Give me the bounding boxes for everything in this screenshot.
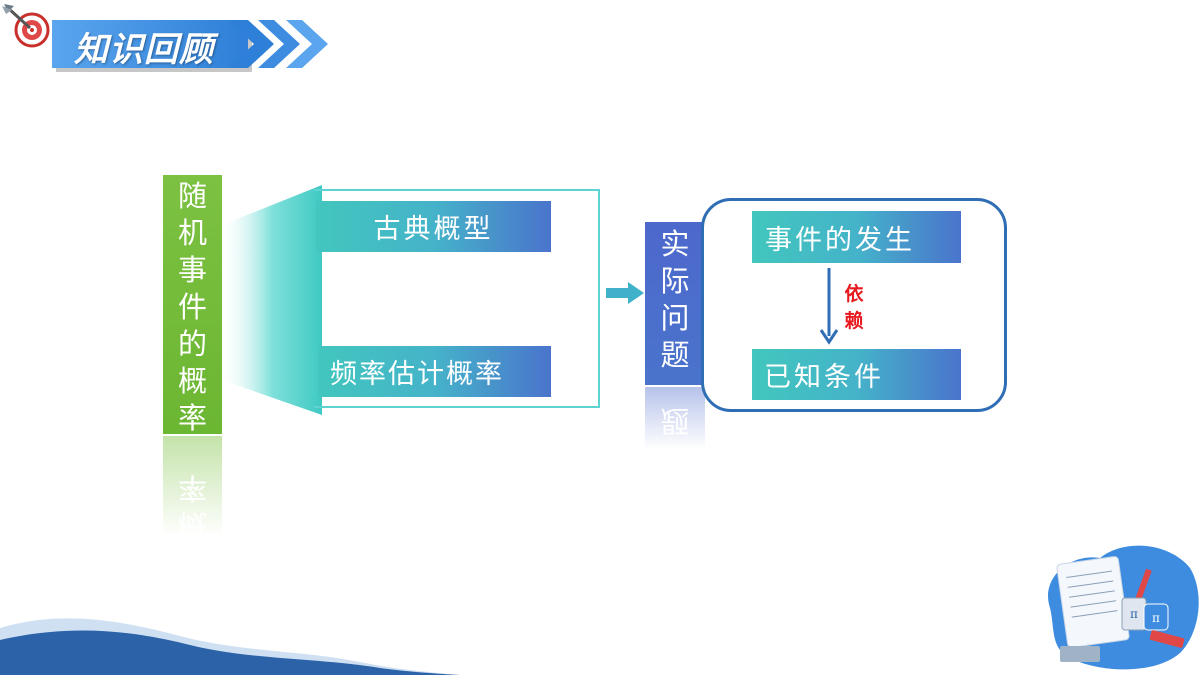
classical-model-box: 古典概型 [316,201,551,252]
event-occurrence-box: 事件的发生 [752,211,961,263]
random-event-probability-label-bg [163,175,222,434]
wave-decoration [0,618,460,675]
label-char: 的 [177,327,207,361]
known-conditions-box: 已知条件 [752,349,961,400]
reflect-char: 概 [177,508,207,536]
label-char: 机 [177,216,207,250]
label-char: 题 [660,338,690,372]
down-arrow-icon [819,268,839,345]
label-char: 实 [660,227,690,261]
math-notebook-illustration: π π [1048,545,1199,670]
label-char: 概 [177,364,207,398]
label-char: 率 [177,401,207,435]
dep-char: 依 [844,283,864,305]
svg-text:π: π [1152,611,1160,625]
frequency-estimate-box: 频率估计概率 [318,346,551,397]
bracket-frame [314,189,600,408]
funnel-connector [222,185,322,415]
practical-problem-label: 实 际 问 题 [645,226,705,374]
dep-char: 赖 [844,310,864,332]
label-char: 事 [177,253,207,287]
random-event-probability-label: 随 机 事 件 的 概 率 [163,178,222,437]
label-char: 随 [177,179,207,213]
target-dart-icon [2,4,50,48]
reflect-char: 率 [177,471,207,505]
reflect-char: 题 [660,404,690,438]
svg-text:π: π [1130,607,1138,621]
right-arrow-icon [606,282,644,304]
label-char: 问 [660,301,690,335]
label-char: 件 [177,290,207,324]
label-reflection: 题 [645,387,705,449]
label-char: 际 [660,264,690,298]
header-banner [52,20,328,72]
dependency-label: 依 赖 [840,281,868,335]
page-title: 知识回顾 [74,30,214,70]
practical-problem-label-bg [645,222,705,385]
label-reflection: 的 概 率 [163,436,222,536]
